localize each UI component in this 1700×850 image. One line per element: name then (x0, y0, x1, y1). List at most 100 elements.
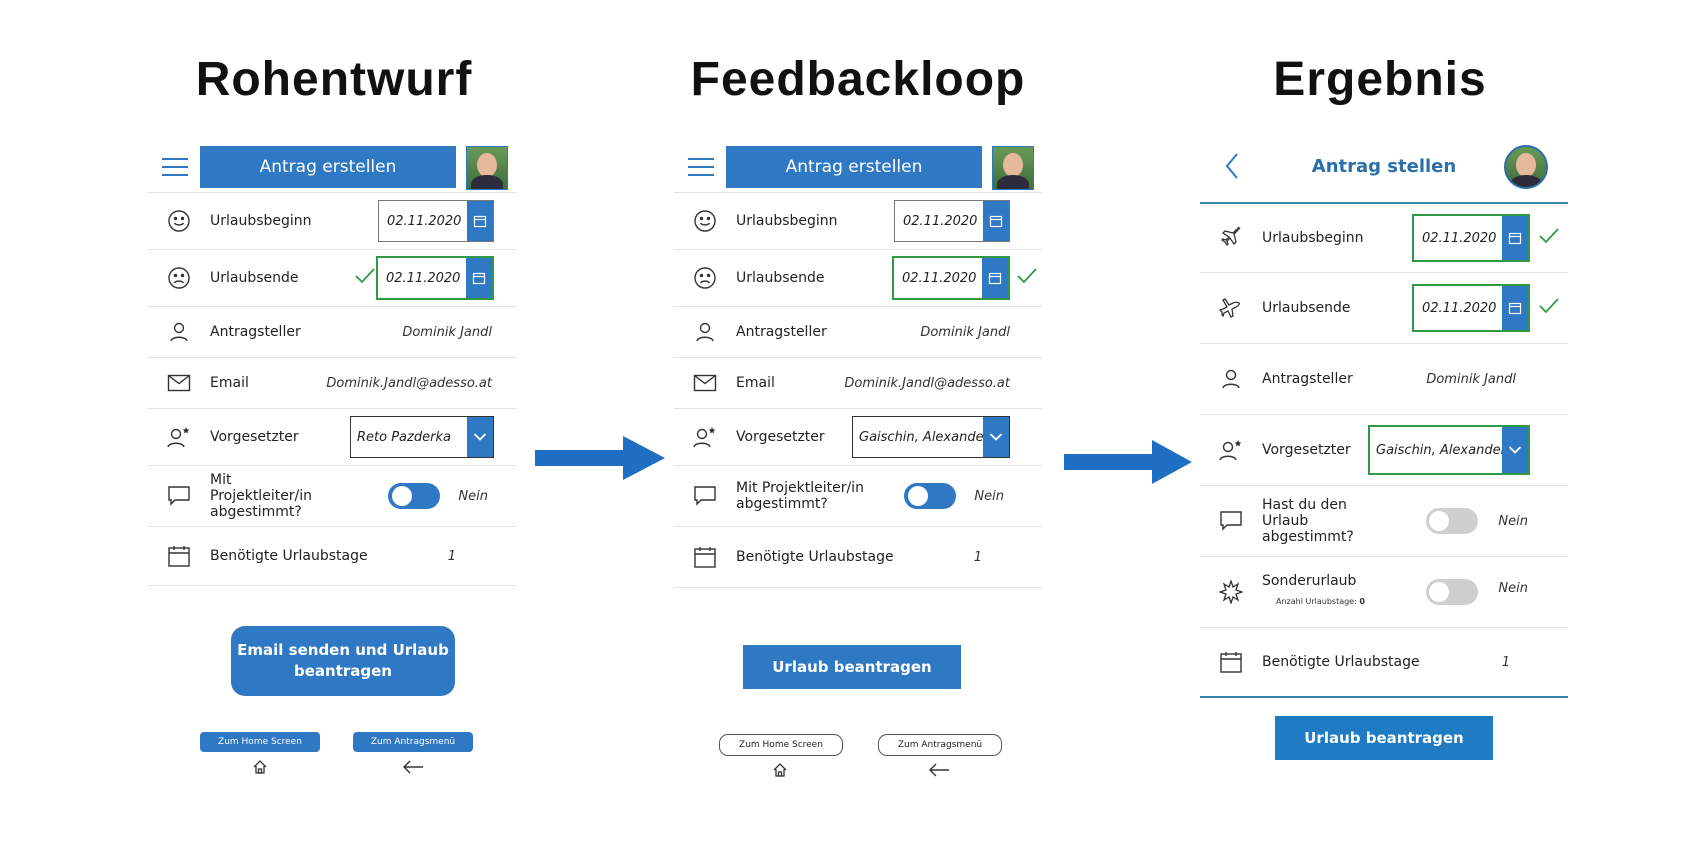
sad-icon (166, 265, 192, 291)
chevron-down-icon[interactable] (467, 417, 493, 457)
chat-icon (692, 483, 718, 509)
draft-screen: Antrag erstellen Urlaubsbeginn 02.11.202… (148, 140, 516, 586)
applicant-value: Dominik Jandl (402, 324, 492, 340)
calendar-icon[interactable] (1502, 286, 1528, 330)
row-pm: Mit Projektleiter/in abgestimmt? Nein (148, 465, 516, 526)
end-date-picker[interactable]: 02.11.2020 (892, 256, 1010, 300)
days-label: Benötigte Urlaubstage (736, 549, 894, 565)
avatar[interactable] (466, 146, 508, 190)
row-email: Email Dominik.Jandl@adesso.at (148, 357, 516, 408)
checkmark-icon (1538, 227, 1560, 249)
start-date-picker[interactable]: 02.11.2020 (894, 200, 1010, 242)
pm-toggle[interactable] (904, 483, 956, 509)
row-days: Benötigte Urlaubstage 1 (1200, 627, 1568, 696)
back-arrow-icon[interactable] (928, 763, 950, 777)
chevron-left-icon[interactable] (1224, 152, 1240, 180)
pm-toggle[interactable] (388, 483, 440, 509)
special-sub-text: Anzahl Urlaubstage: (1276, 597, 1357, 606)
request-vacation-button[interactable]: Urlaub beantragen (1275, 716, 1493, 760)
applicant-label: Antragsteller (1262, 371, 1353, 387)
supervisor-value: Reto Pazderka (357, 429, 451, 445)
home-icon[interactable] (252, 759, 268, 775)
row-start: Urlaubsbeginn 02.11.2020 (674, 192, 1042, 249)
start-label: Urlaubsbeginn (210, 213, 312, 229)
pm-label: Mit Projektleiter/in abgestimmt? (736, 480, 864, 512)
arrow-right-icon (1064, 440, 1192, 484)
arrow-right-icon (535, 436, 665, 480)
calendar-icon (1218, 649, 1244, 675)
checkmark-icon (1538, 297, 1560, 319)
request-menu-button[interactable]: Zum Antragsmenü (878, 734, 1002, 756)
row-supervisor: Vorgesetzter Gaischin, Alexander (1200, 414, 1568, 485)
days-value: 1 (1501, 654, 1510, 670)
row-end: Urlaubsende 02.11.2020 (674, 249, 1042, 306)
supervisor-dropdown[interactable]: Gaischin, Alexander (852, 416, 1010, 458)
start-date-picker[interactable]: 02.11.2020 (378, 200, 494, 242)
calendar-icon[interactable] (466, 258, 492, 298)
mail-icon (166, 370, 192, 396)
avatar[interactable] (1504, 145, 1548, 189)
row-special: Sonderurlaub Anzahl Urlaubstage: 0 Nein (1200, 556, 1568, 627)
row-agreed: Hast du den Urlaub abgestimmt? Nein (1200, 485, 1568, 556)
header-title: Antrag stellen (1311, 156, 1457, 177)
email-label: Email (210, 375, 249, 391)
email-value: Dominik.Jandl@adesso.at (844, 375, 1010, 391)
title-rohentwurf: Rohentwurf (195, 53, 473, 106)
agreed-label: Hast du den Urlaub abgestimmt? (1262, 497, 1354, 545)
row-days: Benötigte Urlaubstage 1 (148, 526, 516, 586)
row-end: Urlaubsende 02.11.2020 (148, 249, 516, 306)
hamburger-menu-icon[interactable] (162, 158, 188, 176)
back-arrow-icon[interactable] (402, 760, 424, 774)
hamburger-menu-icon[interactable] (688, 158, 714, 176)
supervisor-value: Gaischin, Alexander (859, 429, 983, 445)
end-date-picker[interactable]: 02.11.2020 (1412, 284, 1530, 332)
agreed-toggle-label: Nein (1498, 513, 1528, 529)
start-label: Urlaubsbeginn (1262, 230, 1364, 246)
start-date-picker[interactable]: 02.11.2020 (1412, 214, 1530, 262)
airplane-landing-icon (1218, 295, 1244, 321)
row-applicant: Antragsteller Dominik Jandl (148, 306, 516, 357)
supervisor-value: Gaischin, Alexander (1376, 442, 1502, 458)
supervisor-dropdown[interactable]: Reto Pazderka (350, 416, 494, 458)
applicant-value: Dominik Jandl (920, 324, 1010, 340)
chat-icon (166, 483, 192, 509)
row-supervisor: Vorgesetzter Reto Pazderka (148, 408, 516, 465)
home-screen-button[interactable]: Zum Home Screen (719, 734, 843, 756)
end-date-picker[interactable]: 02.11.2020 (376, 256, 494, 300)
request-menu-button[interactable]: Zum Antragsmenü (353, 732, 473, 752)
row-start: Urlaubsbeginn 02.11.2020 (1200, 204, 1568, 272)
end-label: Urlaubsende (210, 270, 299, 286)
calendar-icon (166, 543, 192, 569)
result-header: Antrag stellen (1200, 140, 1568, 202)
request-vacation-button[interactable]: Urlaub beantragen (743, 645, 961, 689)
agreed-toggle[interactable] (1426, 508, 1478, 534)
calendar-icon[interactable] (467, 201, 493, 241)
supervisor-dropdown[interactable]: Gaischin, Alexander (1368, 425, 1530, 475)
row-applicant: Antragsteller Dominik Jandl (1200, 343, 1568, 414)
chevron-down-icon[interactable] (1502, 427, 1528, 473)
avatar[interactable] (992, 146, 1034, 190)
airplane-icon (1218, 225, 1244, 251)
home-screen-button[interactable]: Zum Home Screen (200, 732, 320, 752)
chevron-down-icon[interactable] (983, 417, 1009, 457)
person-icon (1218, 366, 1244, 392)
chat-icon (1218, 508, 1244, 534)
send-email-request-button[interactable]: Email senden und Urlaub beantragen (231, 626, 455, 696)
calendar-icon[interactable] (983, 201, 1009, 241)
applicant-value: Dominik Jandl (1426, 371, 1516, 387)
home-icon[interactable] (772, 762, 788, 778)
sad-icon (692, 265, 718, 291)
feedback-screen: Antrag erstellen Urlaubsbeginn 02.11.202… (674, 140, 1042, 588)
calendar-icon[interactable] (1502, 216, 1528, 260)
end-date-value: 02.11.2020 (386, 270, 461, 286)
end-date-value: 02.11.2020 (1422, 300, 1497, 316)
supervisor-label: Vorgesetzter (736, 429, 825, 445)
checkmark-icon (354, 267, 376, 289)
row-end: Urlaubsende 02.11.2020 (1200, 272, 1568, 343)
email-value: Dominik.Jandl@adesso.at (326, 375, 492, 391)
start-date-value: 02.11.2020 (903, 213, 978, 229)
header-title: Antrag erstellen (726, 146, 982, 188)
supervisor-label: Vorgesetzter (1262, 442, 1351, 458)
special-toggle[interactable] (1426, 579, 1478, 605)
calendar-icon[interactable] (982, 258, 1008, 298)
